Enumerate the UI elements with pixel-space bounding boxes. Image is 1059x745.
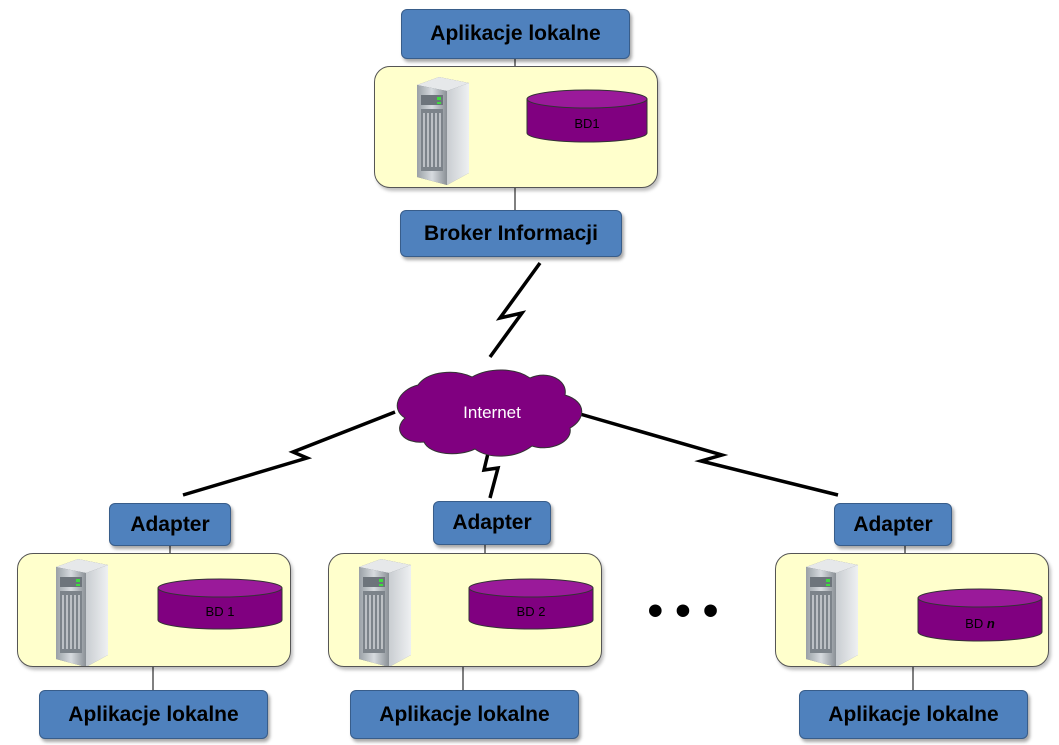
adapter-1: Adapter bbox=[109, 503, 231, 546]
site-n-db-label-prefix: BD bbox=[965, 616, 983, 631]
site-n-panel: BD n bbox=[775, 553, 1049, 667]
database-icon bbox=[157, 578, 283, 630]
site-2-db-label: BD 2 bbox=[517, 604, 546, 619]
cloud-icon: Internet bbox=[396, 369, 583, 457]
site-n-db-label: BD n bbox=[965, 616, 995, 631]
site-n-graphics: BD n bbox=[805, 558, 1043, 666]
server-icon bbox=[416, 76, 470, 186]
more-sites-ellipsis: • • • bbox=[648, 586, 719, 635]
site-1-graphics: BD 1 bbox=[55, 558, 283, 666]
server-icon bbox=[805, 558, 859, 666]
server-icon bbox=[55, 558, 109, 666]
site-n-local-apps-label: Aplikacje lokalne bbox=[828, 702, 999, 726]
site-1-local-apps: Aplikacje lokalne bbox=[39, 690, 268, 739]
adapter-2-label: Adapter bbox=[452, 511, 532, 534]
site-n-local-apps: Aplikacje lokalne bbox=[799, 690, 1028, 739]
database-icon bbox=[917, 588, 1043, 642]
database-icon bbox=[526, 89, 648, 143]
top-local-apps: Aplikacje lokalne bbox=[401, 9, 630, 59]
internet-label: Internet bbox=[463, 403, 521, 422]
server-icon bbox=[358, 558, 412, 666]
lightning-link-icon bbox=[481, 444, 501, 499]
site-1-local-apps-label: Aplikacje lokalne bbox=[68, 702, 239, 726]
central-node-graphics: BD1 bbox=[416, 76, 648, 186]
top-local-apps-label: Aplikacje lokalne bbox=[430, 22, 601, 45]
adapter-3: Adapter bbox=[834, 503, 952, 546]
central-db-label: BD1 bbox=[574, 116, 599, 131]
adapter-3-label: Adapter bbox=[853, 512, 933, 536]
lightning-link-icon bbox=[182, 410, 396, 497]
adapter-1-label: Adapter bbox=[130, 512, 210, 536]
lightning-link-icon bbox=[488, 261, 542, 359]
broker-label: Broker Informacji bbox=[424, 221, 598, 245]
site-1-db-label: BD 1 bbox=[206, 604, 235, 619]
site-2-local-apps-label: Aplikacje lokalne bbox=[379, 702, 550, 726]
lightning-link-icon bbox=[579, 412, 839, 497]
central-node-panel: BD1 bbox=[374, 66, 658, 188]
site-n-db-label-suffix: n bbox=[987, 616, 995, 631]
database-icon bbox=[468, 578, 594, 630]
site-2-panel: BD 2 bbox=[328, 553, 602, 667]
site-2-graphics: BD 2 bbox=[358, 558, 594, 666]
adapter-2: Adapter bbox=[433, 501, 551, 545]
site-1-panel: BD 1 bbox=[17, 553, 291, 667]
information-broker: Broker Informacji bbox=[400, 210, 622, 257]
site-2-local-apps: Aplikacje lokalne bbox=[350, 690, 579, 739]
